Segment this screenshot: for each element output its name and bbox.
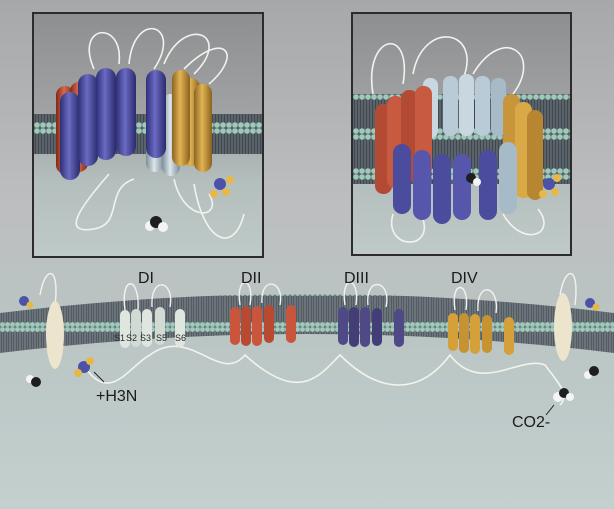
helix-blue (78, 74, 98, 166)
segment-label-s1: S1 (114, 333, 126, 343)
domain-II-helices (230, 282, 296, 346)
carboxyl-group-molecule (466, 173, 481, 186)
amino-group-molecule (210, 176, 234, 198)
n-terminus-label: +H3N (96, 388, 138, 405)
side-view-inset (32, 12, 264, 258)
helix-blue (146, 70, 166, 158)
helix-blue (116, 68, 136, 156)
segment-label-s6: S6 (175, 333, 187, 343)
domain-III-helices (338, 282, 404, 347)
c-terminal-anchor (554, 293, 572, 361)
intracellular-linker (84, 345, 565, 406)
domain-label-II: DII (241, 270, 262, 287)
membrane-bilayer (0, 294, 614, 353)
domain-IV-helices (448, 287, 514, 355)
n-terminal-anchor (46, 301, 64, 369)
domain-label-I: DI (138, 270, 154, 287)
segment-label-s5: S5 (156, 333, 168, 343)
amino-group-molecule (74, 357, 94, 377)
c-terminus-label: CO2- (512, 414, 551, 431)
helix-blue (96, 68, 116, 160)
loops (370, 36, 545, 243)
helix-orange (172, 70, 190, 166)
amino-group-molecule (539, 174, 561, 198)
segment-label-s3: S3 (140, 333, 152, 343)
domain-I-helices (120, 283, 185, 348)
helix-blue (60, 92, 80, 180)
side-molecule (19, 296, 600, 387)
extracellular-loops (75, 27, 245, 239)
top-view-inset (351, 12, 572, 256)
domain-label-III: DIII (344, 270, 369, 287)
carboxyl-group-molecule (145, 216, 168, 232)
helix-orange (194, 84, 212, 172)
domain-label-IV: DIV (451, 270, 478, 287)
carboxyl-group-molecule (553, 388, 574, 402)
segment-label-s2: S2 (126, 333, 138, 343)
